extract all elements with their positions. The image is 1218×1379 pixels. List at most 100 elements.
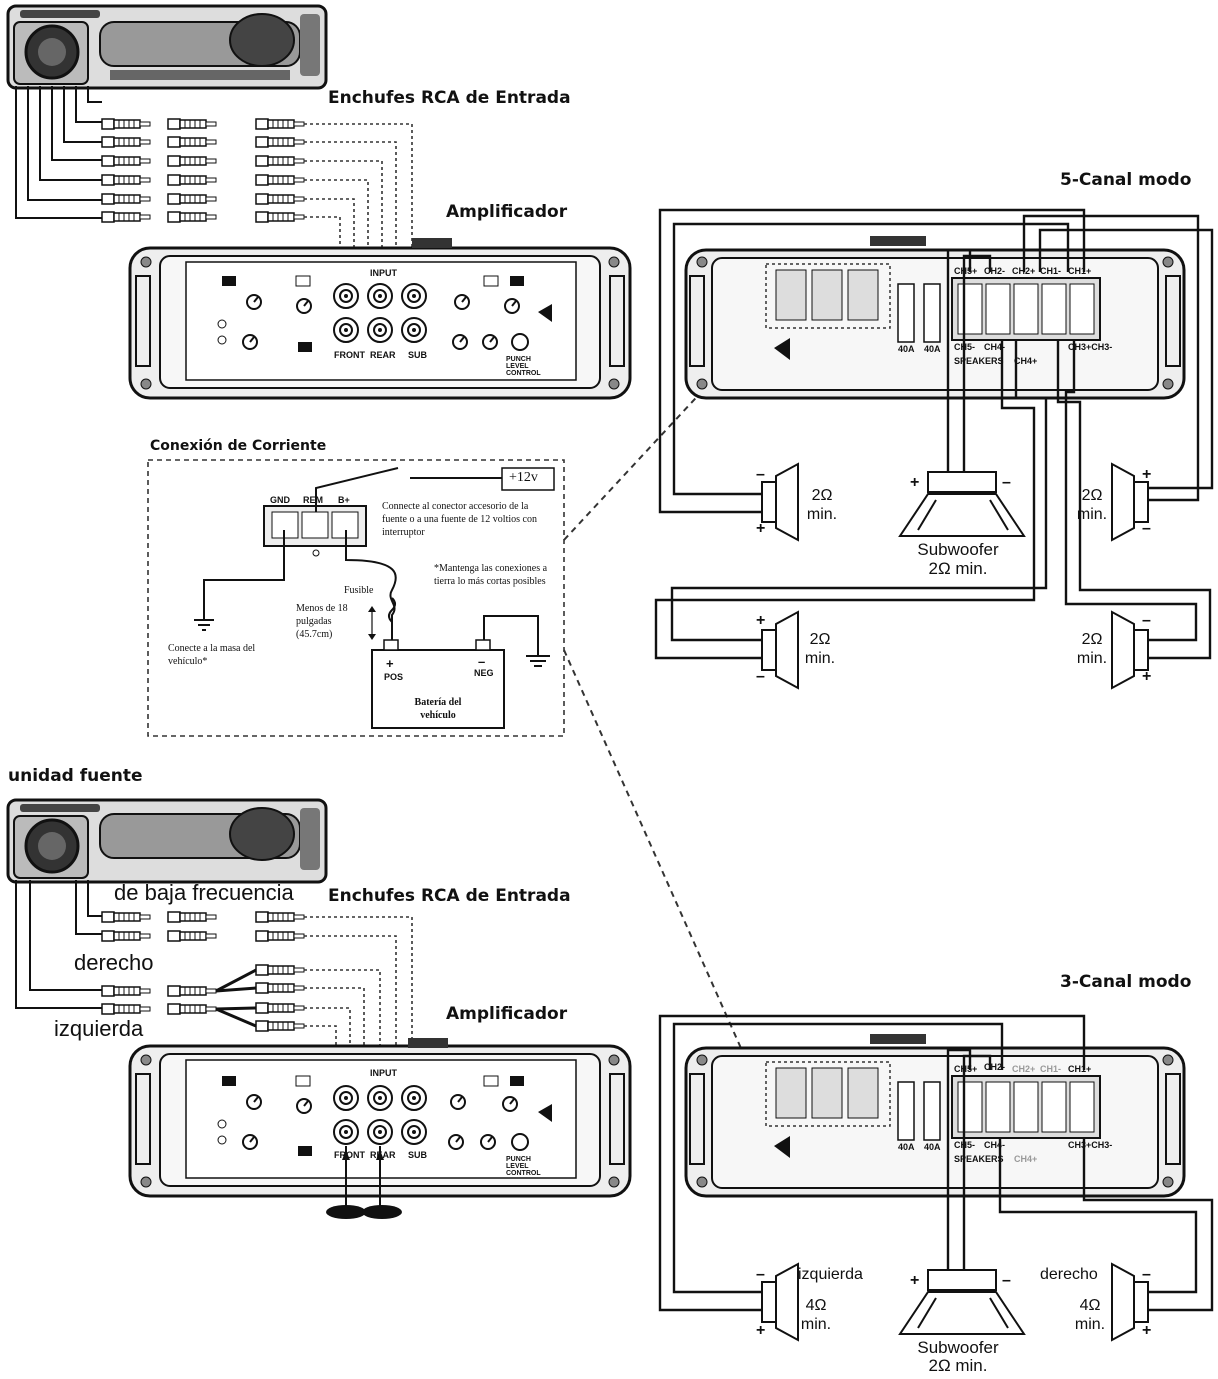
sub-5ch-minus: – — [1002, 474, 1011, 491]
low-frequency-label: de baja frecuencia — [114, 880, 294, 905]
subwoofer-ohm-3ch: 2Ω min. — [928, 1356, 988, 1375]
pos-plus-sign: + — [386, 656, 394, 671]
rca-plugs-top — [101, 118, 305, 223]
spk-l3-plus: + — [756, 1322, 766, 1339]
ch3-label: CH3+CH3- — [1068, 342, 1113, 352]
rca-wires-bottom — [15, 880, 102, 1009]
ch5p-label: CH5+ — [954, 266, 978, 276]
fuse-a-label-5ch: 40A — [898, 344, 915, 354]
wires-3ch — [658, 1014, 1214, 1312]
ch2m-label: CH2- — [984, 266, 1006, 276]
plus-12v-label: +12v — [509, 470, 538, 485]
amplifier-bottom — [128, 1038, 632, 1219]
connect-accessory-note: Connecte al conector accesorio de la fue… — [382, 501, 537, 538]
amplifier-top — [128, 238, 632, 400]
rca-input-label-top: Enchufes RCA de Entrada — [328, 88, 571, 108]
neg-minus-sign: – — [478, 654, 486, 669]
amplifier-3ch — [684, 1034, 1186, 1198]
speakers-label-5ch: SPEAKERS — [954, 356, 1004, 366]
ch1m-label: CH1- — [1040, 266, 1062, 276]
ch2m-label-3ch: CH2- — [984, 1062, 1006, 1072]
right-channel-label: derecho — [74, 950, 154, 975]
spk-lf-minus: – — [756, 466, 765, 483]
five-channel-mode-title: 5-Canal modo — [1060, 170, 1192, 190]
less-than-18in-note: Menos de 18 pulgadas (45.7cm) — [296, 603, 348, 640]
ch3-label-3ch: CH3+CH3- — [1068, 1140, 1113, 1150]
spk-rr-plus: + — [1142, 668, 1152, 685]
speakers-5ch — [761, 462, 1149, 690]
subwoofer-ohm-5ch: 2Ω min. — [928, 559, 988, 578]
battery-label: Batería del vehículo — [414, 697, 462, 721]
spk-l3-minus: – — [756, 1266, 765, 1283]
spk-r3-minus: – — [1142, 1266, 1151, 1283]
sub-jack-label-top: SUB — [408, 350, 428, 360]
power-connection-box — [147, 459, 565, 737]
bplus-terminal-label: B+ — [338, 495, 350, 505]
ch4m-label-3ch: CH4- — [984, 1140, 1006, 1150]
spk-rf-plus: + — [1142, 466, 1152, 483]
spk-rr-minus: – — [1142, 612, 1151, 629]
amplifier-5ch — [684, 236, 1186, 400]
ch2p-label-3ch: CH2+ — [1012, 1064, 1036, 1074]
subwoofer-label-5ch: Subwoofer — [917, 540, 999, 559]
source-unit-label: unidad fuente — [8, 766, 143, 786]
connect-ground-note: Conecte a la masa del vehículo* — [168, 643, 256, 667]
fuse-b-label-5ch: 40A — [924, 344, 941, 354]
ch4m-label: CH4- — [984, 342, 1006, 352]
head-unit-top — [6, 4, 328, 90]
fuse-a-label-3ch: 40A — [898, 1142, 915, 1152]
spk-l3-ohm: 4Ω min. — [800, 1297, 832, 1333]
spk-lf-plus: + — [756, 520, 766, 537]
fuse-label: Fusible — [344, 585, 374, 596]
sub-5ch-plus: + — [910, 474, 920, 491]
input-label-bottom: INPUT — [370, 1068, 397, 1078]
ch1p-label-3ch: CH1+ — [1068, 1064, 1092, 1074]
rca-input-label-bottom: Enchufes RCA de Entrada — [328, 886, 571, 906]
head-unit-bottom — [6, 798, 328, 884]
ch2p-label: CH2+ — [1012, 266, 1036, 276]
ch5m-label-3ch: CH5- — [954, 1140, 976, 1150]
neg-label: NEG — [474, 668, 494, 678]
spk-rf-ohm: 2Ω min. — [1076, 487, 1108, 523]
ch1m-label-3ch: CH1- — [1040, 1064, 1062, 1074]
ch5p-label-3ch: CH5+ — [954, 1064, 978, 1074]
spk-lr-ohm: 2Ω min. — [804, 631, 836, 667]
amplifier-label-top: Amplificador — [446, 202, 568, 222]
ch5m-label: CH5- — [954, 342, 976, 352]
ch4p-label-3ch: CH4+ — [1014, 1154, 1038, 1164]
amplifier-label-bottom: Amplificador — [446, 1004, 568, 1024]
speakers-3ch — [761, 1262, 1149, 1342]
rear-jack-label-bottom: REAR — [370, 1150, 396, 1160]
rem-terminal-label: REM — [303, 495, 323, 505]
left-channel-label: izquierda — [54, 1016, 144, 1041]
spk-lf-ohm: 2Ω min. — [806, 487, 838, 523]
punch-level-label-bottom: PUNCH LEVEL CONTROL — [506, 1156, 541, 1177]
spk-r3-plus: + — [1142, 1322, 1152, 1339]
input-label-top: INPUT — [370, 268, 397, 278]
spk-lr-minus: – — [756, 668, 765, 685]
keep-ground-short-note: *Mantenga las conexiones a tierra lo más… — [434, 563, 548, 587]
ch4p-label: CH4+ — [1014, 356, 1038, 366]
sub-3ch-minus: – — [1002, 1272, 1011, 1289]
y-splitters — [215, 968, 257, 1028]
punch-level-label-top: PUNCH LEVEL CONTROL — [506, 356, 541, 377]
left-speaker-label: izquierda — [798, 1266, 863, 1283]
power-connection-title: Conexión de Corriente — [150, 438, 327, 454]
spk-rf-minus: – — [1142, 520, 1151, 537]
sub-3ch-plus: + — [910, 1272, 920, 1289]
spk-rr-ohm: 2Ω min. — [1076, 631, 1108, 667]
spk-lr-plus: + — [756, 612, 766, 629]
front-jack-label-bottom: FRONT — [334, 1150, 365, 1160]
speakers-label-3ch: SPEAKERS — [954, 1154, 1004, 1164]
sub-jack-label-bottom: SUB — [408, 1150, 428, 1160]
right-speaker-label: derecho — [1040, 1266, 1098, 1283]
rca-wires-top — [15, 86, 102, 219]
front-jack-label-top: FRONT — [334, 350, 365, 360]
rear-jack-label-top: REAR — [370, 350, 396, 360]
ch1p-label: CH1+ — [1068, 266, 1092, 276]
fuse-b-label-3ch: 40A — [924, 1142, 941, 1152]
three-channel-mode-title: 3-Canal modo — [1060, 972, 1192, 992]
subwoofer-label-3ch: Subwoofer — [917, 1338, 999, 1357]
spk-r3-ohm: 4Ω min. — [1074, 1297, 1106, 1333]
